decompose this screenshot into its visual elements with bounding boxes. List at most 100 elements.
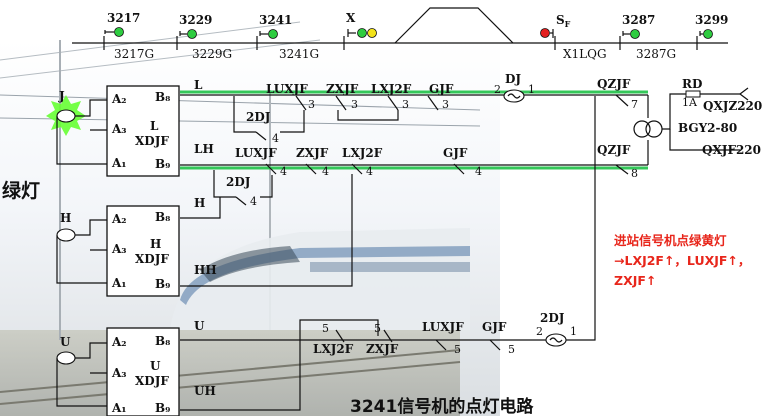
relay-2dj-label: 2DJ — [226, 175, 251, 189]
contact-blade-icon — [265, 163, 277, 175]
line-l-label: L — [194, 78, 203, 92]
contact-luxjf-label: LUXJF — [422, 320, 464, 334]
contact-zxjf-label: ZXJF — [326, 82, 359, 96]
station-outline — [394, 7, 514, 44]
section-x1lqg: X1LQG — [563, 47, 607, 61]
unit-l-xdjf-label: XDJF — [135, 134, 169, 148]
contact-gjf-label: GJF — [429, 82, 454, 96]
lamp-bulb-icon — [56, 228, 76, 242]
contact-blade-icon — [305, 163, 317, 175]
yellow-lamp-icon — [367, 28, 377, 38]
terminal-a2: A₂ — [111, 212, 127, 226]
contact-blade-icon — [335, 95, 347, 111]
terminal-a3: A₃ — [111, 242, 127, 256]
contact-blade-icon — [435, 339, 447, 351]
lh-line-circuit: LH LUXJF ZXJF LXJ2F GJF 4 4 4 4 2DJ 4 H … — [180, 142, 648, 287]
terminal-a1: A₁ — [111, 401, 127, 415]
signal-3299-label: 3299 — [695, 13, 728, 27]
contact-blade-icon — [387, 95, 399, 111]
qxjf220-label: QXJF220 — [702, 143, 761, 157]
signal-3229: 3229 — [179, 13, 212, 39]
lamp-h-label: H — [60, 211, 71, 225]
signal-3217-label: 3217 — [107, 11, 140, 25]
signal-x-label: X — [346, 11, 356, 25]
contact-blade-icon — [335, 329, 345, 343]
signal-3299: 3299 — [695, 13, 728, 39]
note-line-1: 进站信号机点绿黄灯 — [614, 233, 727, 248]
unit-l-label: L — [150, 119, 159, 133]
terminal-a3: A₃ — [111, 122, 127, 136]
contact-lxj2f-label: LXJ2F — [371, 82, 412, 96]
contact-blade-icon — [453, 163, 465, 175]
contact-lxj2f-label: LXJ2F — [313, 342, 354, 356]
contact-num: 3 — [442, 98, 449, 111]
contact-num: 7 — [631, 98, 638, 111]
unit-h-label: H — [150, 237, 161, 251]
signal-3241-label: 3241 — [259, 13, 292, 27]
contact-num: 3 — [402, 98, 409, 111]
bgy-transformer-label: BGY2-80 — [678, 121, 737, 135]
fuse-rating: 1A — [682, 96, 698, 109]
contact-num: 3 — [351, 98, 358, 111]
green-lamp-icon — [268, 29, 278, 39]
green-lamp-icon — [187, 29, 197, 39]
note-line-3: ZXJF↑ — [614, 273, 657, 288]
relay-dj-label: DJ — [505, 72, 521, 86]
track-layout: 3217 3229 3241 X — [72, 7, 728, 61]
contact-num: 4 — [250, 195, 257, 208]
diagram-caption: 3241信号机的点灯电路 — [350, 397, 534, 416]
contact-blade-icon — [255, 131, 267, 141]
contact-num: 5 — [508, 343, 515, 356]
contact-blade-icon — [615, 164, 629, 175]
line-u-label: U — [194, 319, 205, 333]
contact-blade-icon — [351, 163, 363, 175]
line-uh-label: UH — [194, 384, 216, 398]
u-line-circuit: U UH 5 5 LXJ2F ZXJF LUXJF GJF 5 5 2DJ 2 … — [180, 96, 596, 411]
contact-num: 4 — [272, 132, 279, 145]
contact-gjf-label: GJF — [443, 146, 468, 160]
red-annotation: 进站信号机点绿黄灯 →LXJ2F↑，LUXJF↑， ZXJF↑ — [614, 231, 770, 291]
lamp-group-j: J A₂ A₃ A₁ B₈ B₉ L XDJF — [46, 85, 180, 177]
contact-num: 4 — [475, 165, 482, 178]
lamp-bulb-icon — [56, 109, 76, 123]
transformer-icon — [633, 120, 651, 138]
line-hh-label: HH — [194, 263, 217, 277]
section-3287g: 3287G — [636, 47, 676, 61]
lamp-bulb-icon — [56, 351, 76, 365]
contact-num: 8 — [631, 167, 638, 180]
note-line-2: →LXJ2F↑，LUXJF↑， — [614, 253, 751, 268]
section-3229g: 3229G — [192, 47, 232, 61]
line-lh-label: LH — [194, 142, 214, 156]
section-3217g: 3217G — [114, 47, 154, 61]
lamp-j-label: J — [58, 89, 65, 103]
green-lamp-icon — [114, 27, 124, 37]
lamp-unit-u-xdjf — [106, 327, 180, 416]
contact-blade-icon — [383, 329, 393, 343]
green-lamp-icon — [357, 28, 367, 38]
unit-h-xdjf-label: XDJF — [135, 252, 169, 266]
contact-num: 3 — [308, 98, 315, 111]
signal-3229-label: 3229 — [179, 13, 212, 27]
power-supply: RD 1A QXJZ220 BGY2-80 QXJF220 — [633, 77, 762, 165]
unit-u-label: U — [150, 359, 161, 373]
qxjz220-label: QXJZ220 — [703, 99, 762, 113]
contact-gjf-label: GJF — [482, 320, 507, 334]
dj-pin-2: 2 — [494, 83, 501, 96]
lamp-unit-l-xdjf — [106, 85, 180, 177]
contact-blade-icon — [615, 94, 629, 107]
fuse-rd-label: RD — [682, 77, 702, 91]
contact-qzjf-label: QZJF — [597, 77, 631, 91]
terminal-b8: B₈ — [155, 90, 170, 104]
fuse-icon — [685, 90, 701, 98]
2dj-pin-1: 1 — [570, 325, 577, 338]
contact-blade-icon — [235, 196, 247, 206]
contact-zxjf-label: ZXJF — [296, 146, 329, 160]
contact-zxjf-label: ZXJF — [366, 342, 399, 356]
section-3241g: 3241G — [279, 47, 319, 61]
green-lamp-icon — [630, 29, 640, 39]
contact-num: 4 — [322, 165, 329, 178]
lamp-u-label: U — [60, 335, 71, 349]
terminal-a3: A₃ — [111, 366, 127, 380]
